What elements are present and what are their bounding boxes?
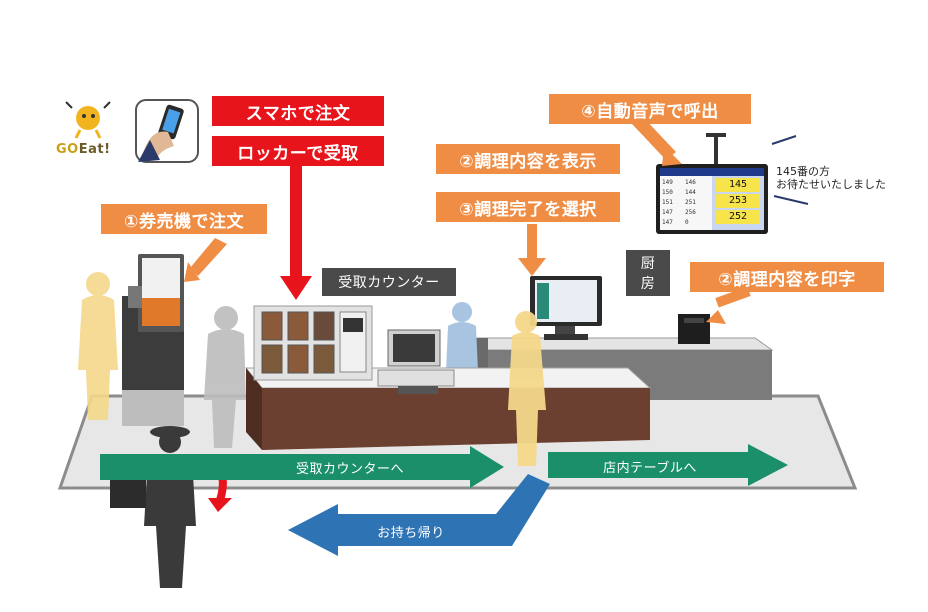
called-number: 145 (716, 178, 760, 192)
locker-unit (253, 305, 373, 381)
kitchen-printer (678, 314, 710, 344)
call-display-mid-column: 146 144 251 256 0 (685, 178, 707, 228)
customer-figure-gray (204, 306, 246, 448)
orange-arrow-to-machine (190, 238, 227, 276)
label-display-cooking: ②調理内容を表示 (436, 144, 620, 174)
call-display-called-column: 145 253 252 (716, 178, 760, 224)
call-number: 146 (685, 179, 696, 186)
logo-text-go: GO (56, 142, 79, 157)
call-number: 149 (662, 179, 673, 186)
pos-terminal (377, 329, 455, 394)
label-select-cooking-done: ③調理完了を選択 (436, 192, 620, 222)
customer-figure-at-counter (508, 311, 546, 466)
call-number: 144 (685, 189, 696, 196)
call-number: 256 (685, 209, 696, 216)
smartphone-icon (135, 99, 199, 163)
blue-arrow-takeout (288, 474, 550, 556)
announcement-line1: 145番の方 (776, 165, 830, 178)
announcement-line2: お待たせいたしました (776, 178, 886, 191)
call-number: 0 (685, 219, 689, 226)
ticket-machine (122, 254, 184, 426)
front-counter (262, 388, 650, 450)
orange-arrow-to-monitor (527, 224, 537, 260)
green-arrow-to-pickup (100, 446, 504, 488)
label-auto-voice-call: ④自動音声で呼出 (549, 94, 751, 124)
logo-text-eat: Eat! (78, 142, 111, 157)
label-locker-pickup: ロッカーで受取 (212, 136, 384, 166)
label-pickup-counter: 受取カウンター (322, 268, 456, 296)
call-number: 151 (662, 199, 673, 206)
green-arrow-to-table (548, 444, 788, 486)
goeat-logo: GOEat! (56, 142, 111, 157)
goeat-mascot-icon (65, 101, 111, 139)
label-print-cooking: ②調理内容を印字 (690, 262, 884, 292)
call-display-left-column: 149 150 151 147 147 (662, 178, 684, 228)
kitchen-display-monitor (530, 276, 602, 340)
label-ticket-machine-order: ①券売機で注文 (101, 204, 267, 234)
kitchen-staff-figure (446, 302, 478, 372)
red-arrowhead (280, 276, 312, 300)
label-smartphone-order: スマホで注文 (212, 96, 384, 126)
flow-label-to-table: 店内テーブルへ (603, 460, 697, 476)
called-number: 253 (716, 194, 760, 208)
call-number: 251 (685, 199, 696, 206)
red-arrow-shaft (290, 166, 302, 282)
kitchen-sign-line1: 厨 (640, 256, 656, 272)
call-number: 147 (662, 209, 673, 216)
kitchen-sign (626, 250, 670, 296)
flow-label-takeout: お持ち帰り (377, 525, 445, 541)
called-number: 252 (716, 210, 760, 224)
customer-figure-at-machine (78, 272, 118, 420)
call-number: 150 (662, 189, 673, 196)
call-number: 147 (662, 219, 673, 226)
kitchen-sign-line2: 房 (640, 276, 656, 292)
flow-label-to-pickup-counter: 受取カウンターへ (295, 461, 404, 477)
